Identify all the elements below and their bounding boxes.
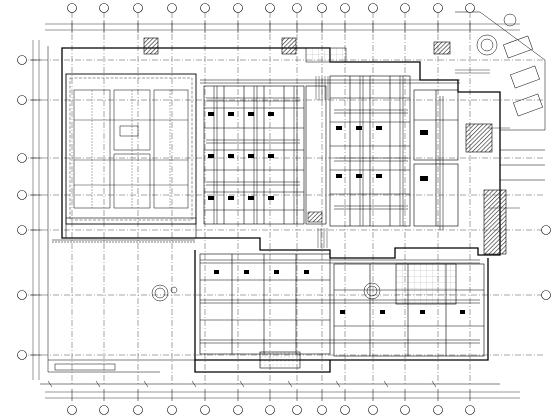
stair [315, 76, 329, 248]
axis-bubbles-top [67, 3, 475, 13]
axis-bubbles-right [541, 225, 551, 300]
left-hall [65, 73, 197, 239]
axis-grid-lines [20, 12, 545, 385]
building-outline [61, 47, 501, 373]
hatched-equipment [143, 37, 507, 255]
trees [151, 13, 517, 302]
axis-bubbles-left [17, 55, 27, 360]
central-rooms [203, 75, 459, 227]
duct-runs [200, 76, 480, 344]
dimension-ticks [30, 21, 471, 401]
axis-bubbles-bottom [67, 405, 475, 415]
equipment-blocks [208, 112, 465, 314]
lower-wing [199, 253, 485, 369]
dimension-lines [32, 23, 520, 399]
site-left [47, 46, 195, 373]
leader-lines [455, 69, 520, 209]
bottom-legend [40, 380, 500, 388]
